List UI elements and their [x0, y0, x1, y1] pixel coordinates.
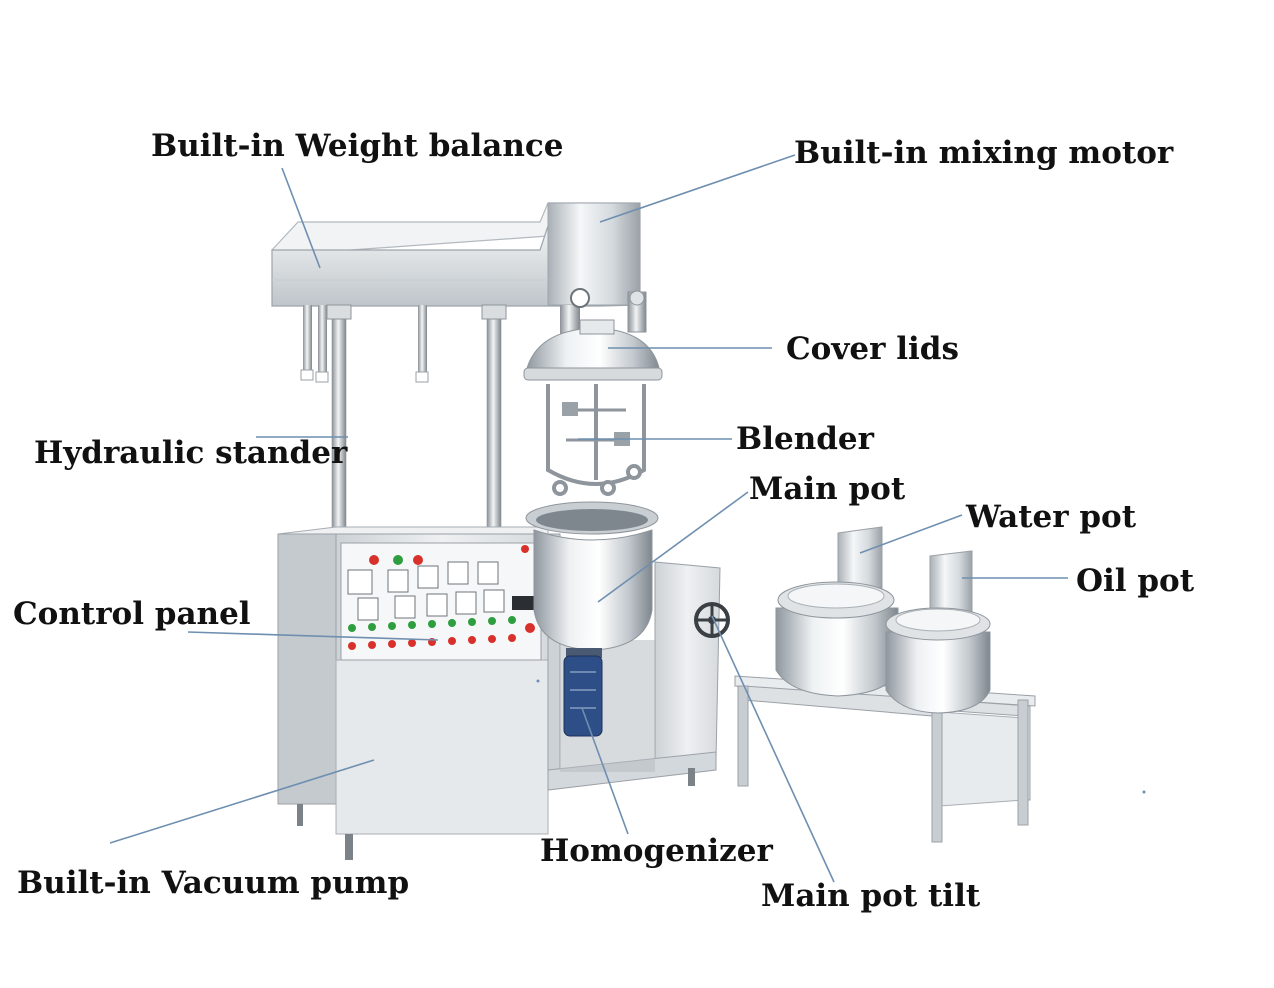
foot: [297, 804, 303, 826]
rod: [318, 305, 327, 377]
stray-dot: [1142, 790, 1146, 794]
leader-mixing-motor: [599, 154, 796, 223]
indicator-red: [521, 545, 529, 553]
stray-dot: [536, 679, 540, 683]
cabinet-lower-panel: [335, 659, 549, 835]
counterweight-rods: [300, 305, 429, 383]
water-pot-motor: [837, 526, 883, 591]
meter: [357, 597, 379, 621]
column-collar: [481, 304, 507, 320]
indicator-green: [393, 555, 403, 565]
control-panel-face: [340, 542, 542, 661]
leader-homogenizer: [581, 707, 629, 835]
cabinet-top: [277, 526, 549, 535]
water-pot-lid-top: [787, 583, 885, 609]
pressure-gauge: [570, 288, 590, 308]
cabinet-left-side: [277, 533, 337, 805]
green-buttons: [348, 616, 516, 632]
label-hydraulic-stander: Hydraulic stander: [34, 435, 348, 471]
indicator-red: [413, 555, 423, 565]
label-vacuum-pump: Built-in Vacuum pump: [17, 865, 410, 901]
rod: [418, 305, 427, 375]
oil-pot-lid-top: [895, 608, 981, 632]
cover-lid-assembly: [523, 288, 663, 381]
foot: [688, 768, 695, 786]
motor-body: [563, 655, 603, 737]
pot-body: [533, 529, 653, 651]
red-buttons: [348, 623, 535, 650]
lid-rim: [523, 367, 663, 381]
valve-knob: [629, 290, 645, 306]
meter: [455, 591, 477, 615]
label-cover-lids: Cover lids: [786, 331, 959, 367]
stand-leg: [737, 685, 749, 787]
label-homogenizer: Homogenizer: [540, 833, 773, 869]
leader-main-pot-tilt: [711, 615, 835, 883]
oil-pot: [885, 550, 991, 714]
label-oil-pot: Oil pot: [1076, 563, 1195, 599]
stand-leg: [1017, 699, 1029, 826]
meter: [387, 569, 409, 593]
leader-control-panel: [187, 631, 439, 641]
frame-right: [654, 561, 721, 771]
foot: [345, 834, 353, 860]
motor-flange: [566, 648, 602, 658]
indicator-red: [369, 555, 379, 565]
water-pot: [775, 526, 899, 697]
rod-cap: [415, 371, 429, 383]
digital-display: [512, 596, 534, 610]
rod-cap: [315, 371, 329, 383]
temp-controller: [347, 569, 373, 595]
hydraulic-columns: [326, 304, 507, 536]
label-control-panel: Control panel: [13, 596, 251, 632]
label-weight-balance: Built-in Weight balance: [151, 128, 564, 164]
main-pot: [525, 501, 659, 651]
meter: [477, 561, 499, 585]
blender-frame: [546, 384, 646, 496]
water-pot-body: [775, 607, 899, 697]
label-blender: Blender: [736, 421, 874, 457]
stand-leg: [931, 711, 943, 843]
homogenizer-motor: [563, 648, 603, 737]
leader-weight-balance: [281, 167, 321, 269]
label-water-pot: Water pot: [966, 499, 1137, 535]
column-right: [486, 304, 502, 536]
label-main-pot-tilt: Main pot tilt: [761, 878, 981, 914]
label-mixing-motor: Built-in mixing motor: [794, 135, 1174, 171]
overhead-beam: [271, 202, 641, 307]
meter: [483, 589, 505, 613]
lid-column: [560, 305, 580, 335]
leader-water-pot: [859, 514, 963, 554]
meter: [426, 593, 448, 617]
oil-pot-motor: [929, 550, 973, 615]
rod-cap: [300, 369, 314, 381]
rod: [303, 305, 312, 373]
lid-dome: [525, 327, 661, 373]
motor-housing: [547, 202, 641, 306]
column-collar: [326, 304, 352, 320]
pot-stand: [734, 675, 1036, 843]
lid-top: [579, 319, 615, 335]
leader-main-pot: [597, 491, 749, 603]
oil-pot-body: [885, 631, 991, 714]
column-left: [331, 304, 347, 536]
label-main-pot: Main pot: [749, 471, 906, 507]
meter: [394, 595, 416, 619]
stand-panel: [939, 711, 1025, 807]
pot-inner: [536, 509, 648, 531]
leader-lines: [109, 154, 1068, 883]
meter: [447, 561, 469, 585]
meter: [417, 565, 439, 589]
tilt-handwheel: [694, 602, 730, 638]
leader-vacuum-pump: [109, 759, 375, 844]
